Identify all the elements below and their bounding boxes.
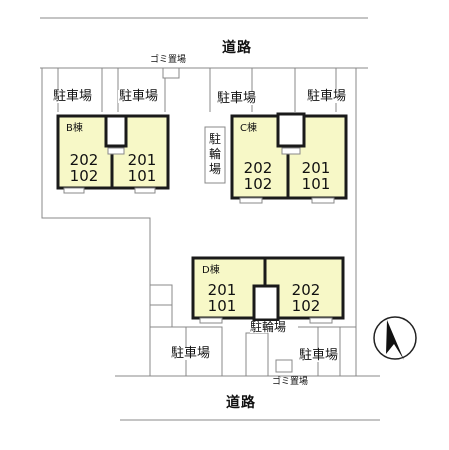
building-b-left-unit <box>56 114 114 190</box>
building-b-stair-notch <box>104 114 128 148</box>
building-c <box>230 112 348 204</box>
top-parking-stalls <box>57 68 337 112</box>
building-b-step-left <box>63 187 85 194</box>
building-c-step-left <box>239 197 263 204</box>
left-side-stalls <box>149 284 173 328</box>
building-d-stair-notch <box>252 284 280 322</box>
building-c-stair-notch <box>276 112 306 148</box>
building-b-stair-box <box>107 147 125 155</box>
building-b <box>56 114 170 194</box>
bike-parking-bottom-box <box>245 332 269 377</box>
building-d-step-left <box>199 317 223 324</box>
bike-parking-vertical-box <box>204 126 226 184</box>
building-d-step-right <box>309 317 333 324</box>
building-c-stair-box <box>281 147 301 155</box>
bottom-garbage-box <box>275 359 293 373</box>
building-b-step-right <box>134 187 156 194</box>
top-garbage-box <box>162 67 180 79</box>
north-arrow-icon <box>373 316 417 360</box>
building-d <box>191 256 345 324</box>
building-c-step-right <box>311 197 335 204</box>
site-boundary <box>41 68 357 376</box>
